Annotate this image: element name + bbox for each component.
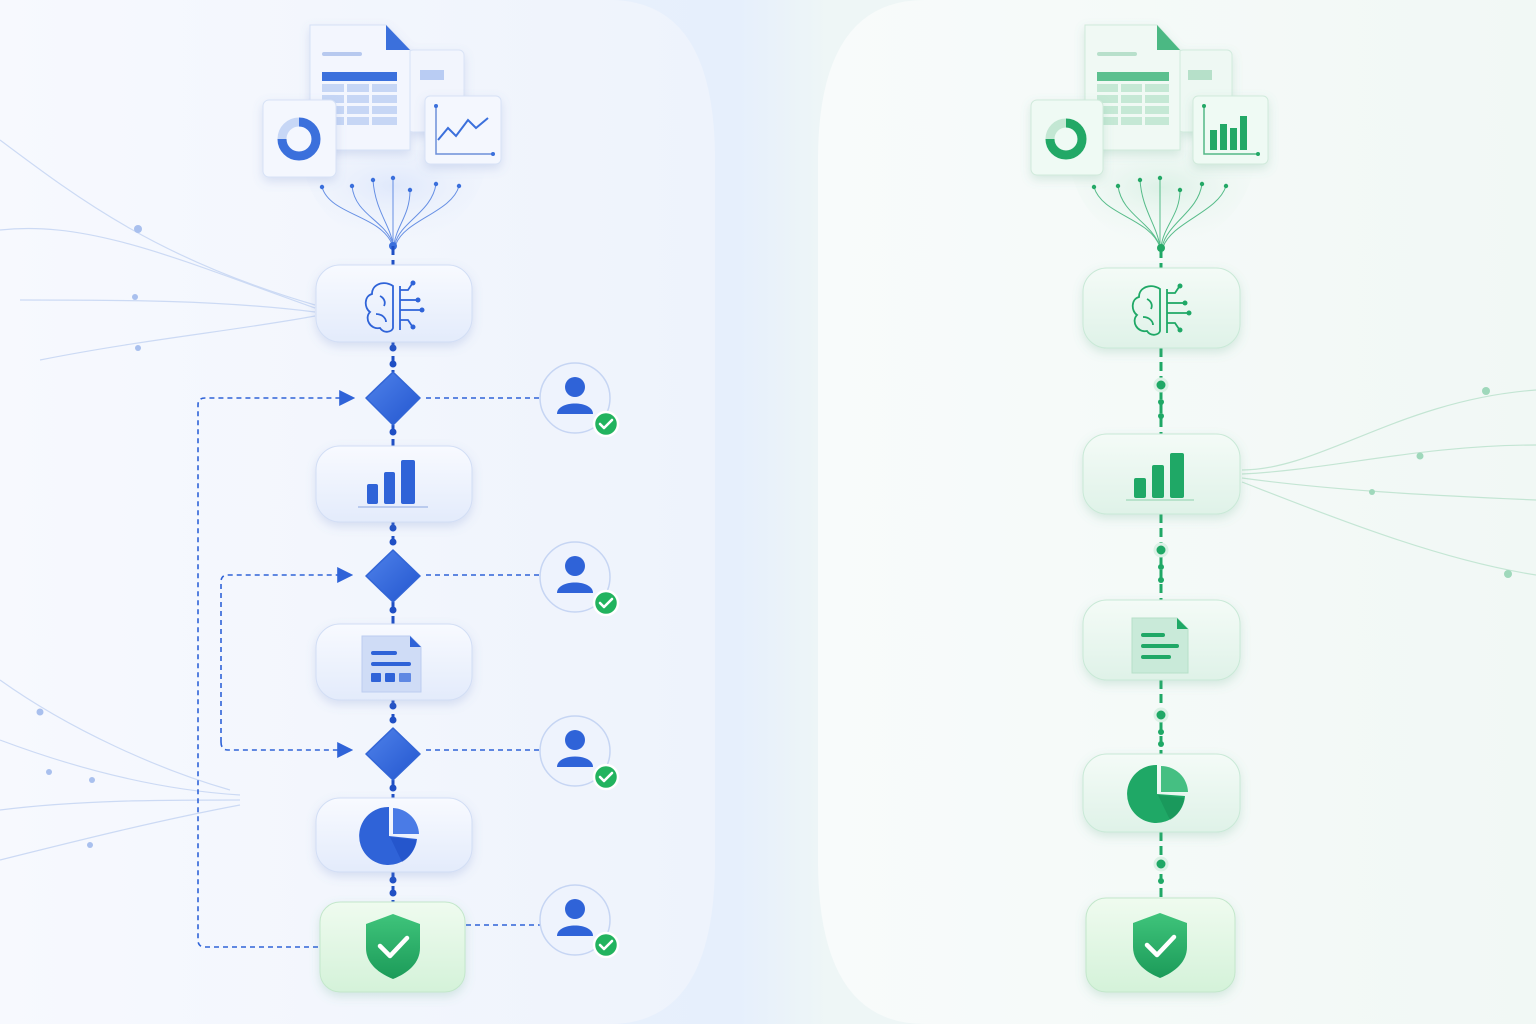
- decision-diamond-icon: [365, 371, 421, 426]
- ai-brain-step: [315, 264, 473, 343]
- approved-shield-step: [319, 901, 466, 993]
- report-document-step: [315, 623, 473, 701]
- reviewer-3: [539, 715, 620, 791]
- input-wires: [321, 178, 460, 245]
- donut-chart-icon: [262, 99, 337, 178]
- document-step: [1082, 599, 1241, 681]
- right-decor-lines: [1241, 389, 1536, 576]
- pie-chart-step: [1082, 753, 1241, 833]
- input-wire-dots: [1091, 175, 1229, 252]
- right-flow: [1030, 24, 1269, 993]
- feedback-loops: [197, 390, 356, 948]
- left-flow: [197, 24, 620, 993]
- decision-diamond-icon: [365, 727, 421, 781]
- reviewer-2: [539, 541, 620, 617]
- user-approved-icon: [557, 899, 620, 959]
- decision-diamond-2: [365, 549, 421, 603]
- decision-diamond-icon: [365, 549, 421, 603]
- bar-chart-step: [1082, 433, 1241, 515]
- left-decor-dots: [36, 225, 142, 848]
- spreadsheet-icon: [1084, 24, 1233, 151]
- user-approved-icon: [557, 556, 620, 617]
- input-wires: [1093, 178, 1227, 248]
- reviewer-1: [539, 362, 620, 438]
- shield-check-icon: [1133, 913, 1187, 978]
- bar-chart-step: [315, 445, 473, 523]
- report-document-icon: [361, 635, 422, 693]
- ai-brain-step: [1082, 267, 1241, 349]
- pie-chart-icon: [359, 806, 419, 865]
- ai-brain-icon: [1131, 285, 1187, 336]
- shield-check-icon: [366, 914, 420, 979]
- bar-chart-icon: [367, 460, 415, 504]
- left-decor-lines: [0, 139, 316, 861]
- ai-brain-icon: [364, 282, 420, 333]
- donut-chart-icon: [1030, 99, 1104, 176]
- user-approved-icon: [557, 377, 620, 438]
- document-icon: [1131, 617, 1189, 674]
- pie-chart-icon: [1127, 764, 1188, 823]
- connector-dots: [389, 344, 397, 897]
- connector-dots: [1158, 399, 1164, 884]
- decision-diamond-1: [365, 371, 421, 426]
- connector-nodes: [1153, 377, 1169, 872]
- right-decor-dots: [1369, 387, 1512, 578]
- decision-diamond-3: [365, 727, 421, 781]
- line-chart-icon: [424, 95, 502, 165]
- pie-chart-step: [315, 797, 473, 873]
- approved-shield-step: [1085, 897, 1236, 993]
- reviewer-4: [539, 884, 620, 959]
- reviewer-links: [426, 397, 540, 926]
- bar-chart-icon: [1134, 453, 1184, 498]
- user-approved-icon: [557, 730, 620, 791]
- bar-chart-icon: [1192, 95, 1269, 165]
